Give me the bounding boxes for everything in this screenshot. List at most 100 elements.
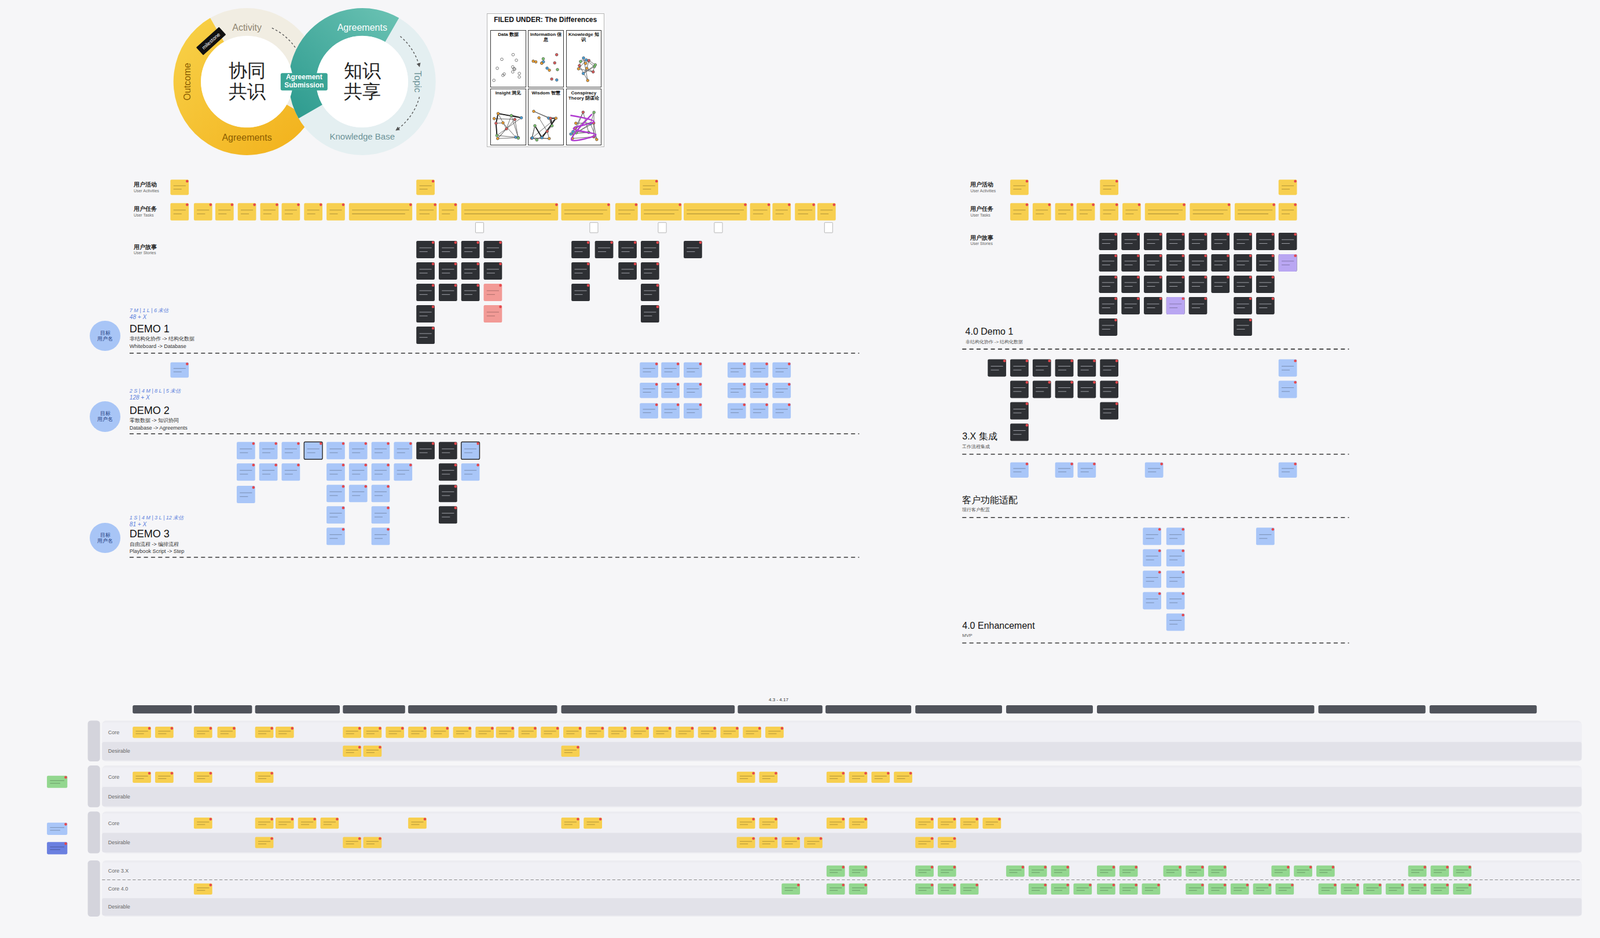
- sticky-body: [518, 726, 537, 738]
- sticky-scribble: [940, 843, 949, 844]
- sticky-scribble: [433, 733, 442, 735]
- annotation: 现行客户配置: [962, 507, 990, 513]
- release-line: [129, 556, 860, 559]
- sticky-scribble: [1080, 365, 1093, 367]
- sticky-scribble: [1058, 209, 1071, 211]
- sticky-flag: [1025, 402, 1029, 406]
- release-line: [962, 642, 1349, 644]
- swimlane-group: [101, 810, 1582, 853]
- annotation: Agreements: [337, 21, 388, 33]
- data-dot: [569, 132, 573, 136]
- sticky-scribble: [49, 829, 61, 831]
- thumbnail: [714, 222, 723, 233]
- data-dot: [540, 136, 544, 140]
- swimlane: Core: [101, 722, 1582, 742]
- sticky-body: [1006, 865, 1025, 877]
- sticky-body: [281, 441, 301, 460]
- sticky-scribble: [739, 841, 752, 842]
- sticky-body: [571, 240, 590, 259]
- sprint-bar: [342, 705, 406, 714]
- sticky-note: [1189, 254, 1208, 272]
- sticky-scribble: [643, 185, 656, 186]
- sticky-note: [1278, 462, 1298, 478]
- sticky-flag: [342, 463, 346, 467]
- sticky-body: [563, 726, 582, 738]
- sticky-body: [1166, 527, 1185, 545]
- sticky-body: [640, 203, 682, 221]
- sticky-scribble: [329, 470, 342, 471]
- sticky-scribble: [1321, 887, 1334, 888]
- sticky-scribble: [1125, 213, 1134, 215]
- sticky-body: [982, 817, 1002, 829]
- sticky-scribble: [1079, 209, 1092, 211]
- sticky-scribble: [1281, 243, 1290, 244]
- sticky-scribble: [852, 823, 861, 825]
- sticky-scribble: [1146, 555, 1159, 557]
- sticky-flag: [358, 727, 362, 730]
- sticky-body: [255, 836, 274, 848]
- sticky-scribble: [1122, 871, 1131, 873]
- sticky-scribble: [797, 213, 809, 215]
- sticky-flag: [864, 771, 868, 775]
- sticky-scribble: [329, 209, 342, 211]
- sticky-note: [326, 527, 346, 545]
- sprint-bar: [1006, 705, 1093, 714]
- sticky-scribble: [1124, 239, 1137, 240]
- sticky-note: [1210, 254, 1230, 272]
- sticky-body: [1408, 865, 1427, 877]
- release-line: [962, 453, 1349, 455]
- sticky-scribble: [806, 841, 820, 842]
- sticky-body: [438, 463, 458, 481]
- sticky-scribble: [301, 823, 310, 825]
- sticky-body: [237, 203, 257, 221]
- sticky-flag: [1025, 180, 1029, 183]
- sticky-scribble: [664, 388, 677, 390]
- sticky-scribble: [643, 209, 679, 211]
- sticky-flag: [797, 883, 800, 887]
- sticky-scribble: [284, 470, 297, 471]
- sticky-scribble: [643, 290, 656, 292]
- sticky-scribble: [762, 843, 771, 844]
- sticky-scribble: [196, 778, 205, 779]
- node-text: Core: [108, 729, 120, 736]
- sticky-body: [1253, 883, 1272, 895]
- sticky-flag: [230, 203, 234, 207]
- sticky-flag: [1159, 297, 1163, 301]
- sticky-flag: [767, 203, 771, 207]
- sticky-flag: [342, 203, 346, 207]
- sticky-note: [1278, 254, 1298, 272]
- sticky-flag: [635, 203, 638, 207]
- sticky-scribble: [1058, 391, 1067, 392]
- sticky-scribble: [1433, 869, 1447, 871]
- sticky-scribble: [329, 494, 338, 496]
- sticky-scribble: [278, 730, 291, 732]
- sticky-scribble: [1281, 188, 1290, 190]
- sticky-scribble: [366, 749, 379, 751]
- sticky-note: [393, 463, 413, 481]
- sticky-flag: [431, 262, 435, 266]
- sticky-note: [255, 771, 274, 783]
- sticky-note: [1185, 865, 1205, 877]
- data-dot: [511, 70, 515, 74]
- sticky-note: [1166, 527, 1185, 545]
- sticky-body: [155, 771, 174, 783]
- sticky-note: [960, 883, 979, 895]
- sticky-flag: [1293, 380, 1297, 384]
- sticky-body: [193, 771, 213, 783]
- sticky-scribble: [643, 272, 652, 274]
- annotation: 用户故事: [133, 243, 157, 251]
- data-dot: [513, 118, 517, 121]
- data-dot: [537, 116, 541, 120]
- sticky-scribble: [1013, 213, 1022, 215]
- sticky-body: [1121, 275, 1140, 293]
- sticky-body: [1185, 883, 1205, 895]
- sticky-scribble: [1274, 871, 1283, 873]
- sticky-flag: [1226, 275, 1230, 279]
- sticky-scribble: [1236, 307, 1245, 308]
- sticky-body: [363, 836, 383, 848]
- sticky-note: [683, 203, 747, 221]
- sticky-scribble: [1455, 887, 1469, 888]
- sticky-body: [893, 771, 913, 783]
- sticky-body: [236, 463, 256, 481]
- sticky-scribble: [1013, 408, 1026, 410]
